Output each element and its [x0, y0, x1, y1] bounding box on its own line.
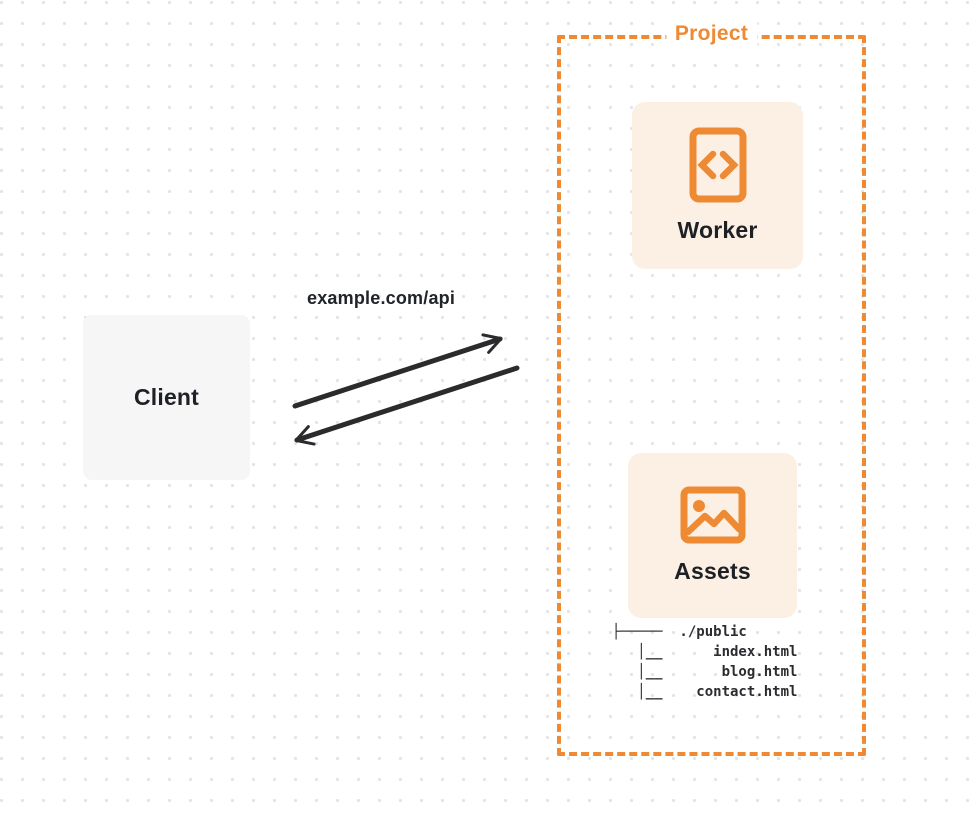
assets-file-tree: ├───── ./public │__ index.html │__ blog.… [612, 622, 797, 702]
response-arrow [294, 365, 520, 446]
worker-label: Worker [677, 217, 758, 243]
assets-label: Assets [674, 558, 751, 584]
tree-line-index: │__ index.html [612, 644, 798, 660]
request-url-label: example.com/api [307, 288, 456, 308]
project-boundary: Project Worker Assets ├───── ./public │_… [557, 22, 866, 756]
image-icon [680, 486, 745, 544]
tree-line-public: ├───── ./public [612, 624, 747, 640]
worker-node: Worker [632, 102, 803, 269]
tree-line-blog: │__ blog.html [612, 664, 798, 680]
code-file-icon [689, 127, 746, 203]
request-arrow [292, 333, 503, 409]
client-label: Client [133, 384, 200, 410]
tree-line-contact: │__ contact.html [612, 684, 798, 700]
client-node: Client [83, 315, 250, 480]
assets-node: Assets [628, 453, 797, 618]
project-label: Project [665, 22, 758, 46]
